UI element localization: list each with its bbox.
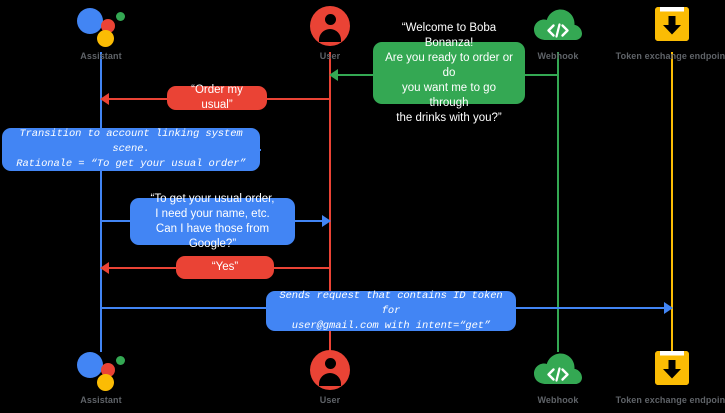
lifeline-user — [329, 52, 331, 352]
actor-assistant-top: Assistant — [41, 4, 161, 62]
actor-assistant-bottom: Assistant — [41, 348, 161, 406]
google-assistant-icon — [75, 348, 127, 392]
message-text-transition-note: Transition to account linking system sce… — [16, 128, 246, 170]
actor-webhook-top: Webhook — [498, 4, 618, 62]
download-box-icon — [653, 6, 691, 46]
actor-label-token-endpoint: Token exchange endpoint — [615, 51, 725, 61]
assistant-icon-wrap — [41, 4, 161, 48]
user-icon-wrap — [270, 4, 390, 48]
cloud-code-icon — [533, 350, 583, 390]
message-bubble-welcome: “Welcome to Boba Bonanza! Are you ready … — [373, 22, 525, 124]
lifeline-assistant — [100, 52, 102, 352]
message-text-order-my-usual: “Order my usual” — [191, 84, 243, 111]
lifeline-token-endpoint — [671, 52, 673, 352]
lifeline-webhook — [557, 52, 559, 352]
webhook-icon-wrap — [498, 4, 618, 48]
actor-webhook-bottom: Webhook — [498, 348, 618, 406]
message-text-token-request: Sends request that contains ID token for… — [279, 289, 503, 332]
actor-label-user: User — [319, 51, 341, 61]
cloud-code-icon — [533, 6, 583, 46]
google-assistant-icon — [75, 4, 127, 48]
message-text-yes: “Yes” — [211, 261, 239, 273]
user-icon-wrap-bottom — [270, 348, 390, 392]
token-icon-wrap — [612, 4, 725, 48]
download-box-icon — [653, 350, 691, 390]
message-text-consent-request: “To get your usual order, I need your na… — [150, 192, 275, 250]
actor-label-token-endpoint-bottom: Token exchange endpoint — [615, 395, 725, 405]
actor-user-bottom: User — [270, 348, 390, 406]
token-icon-wrap-bottom — [612, 348, 725, 392]
message-bubble-token-request: Sends request that contains ID token for… — [266, 289, 516, 332]
message-bubble-consent-request: “To get your usual order, I need your na… — [130, 193, 295, 250]
message-bubble-yes: “Yes” — [176, 256, 274, 279]
actor-label-webhook: Webhook — [537, 51, 579, 61]
actor-label-webhook-bottom: Webhook — [537, 395, 579, 405]
user-avatar-icon — [310, 6, 350, 46]
message-bubble-transition-note: Transition to account linking system sce… — [2, 128, 260, 171]
actor-label-assistant-bottom: Assistant — [80, 395, 122, 405]
message-text-welcome: “Welcome to Boba Bonanza! Are you ready … — [385, 21, 513, 124]
message-bubble-order-my-usual: “Order my usual” — [167, 84, 267, 111]
actor-label-user-bottom: User — [319, 395, 341, 405]
actor-user-top: User — [270, 4, 390, 62]
actor-token-endpoint-bottom: Token exchange endpoint — [612, 348, 725, 406]
user-avatar-icon — [310, 350, 350, 390]
assistant-icon-wrap-bottom — [41, 348, 161, 392]
actor-token-endpoint-top: Token exchange endpoint — [612, 4, 725, 62]
actor-label-assistant: Assistant — [80, 51, 122, 61]
webhook-icon-wrap-bottom — [498, 348, 618, 392]
